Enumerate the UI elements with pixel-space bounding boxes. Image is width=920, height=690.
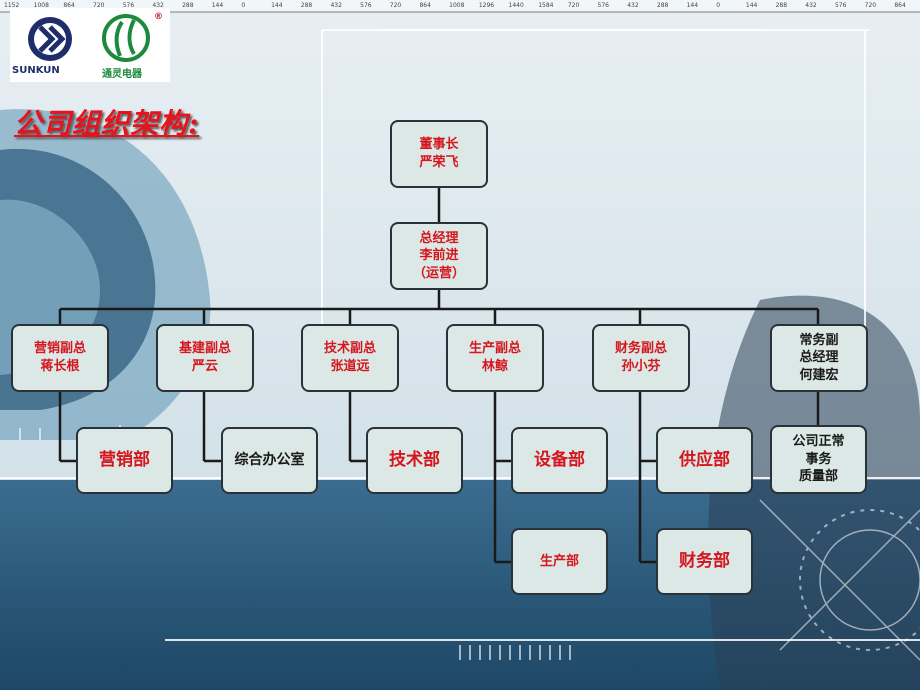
tongling-label: 通灵电器 — [102, 69, 142, 80]
ruler-tick-label: 576 — [597, 2, 609, 9]
ruler-tick-label: 144 — [686, 2, 699, 9]
ruler-tick-label: 144 — [211, 2, 224, 9]
chairman-node: 董事长 严荣飞 — [390, 120, 488, 188]
page-title: 公司组织架构: — [14, 107, 200, 140]
dept-technology-node: 技术部 — [366, 427, 463, 494]
dept-supply-node: 供应部 — [656, 427, 753, 494]
ruler-tick-label: 432 — [627, 2, 639, 9]
vp-executive-node: 常务副 总经理 何建宏 — [770, 324, 868, 392]
ruler-tick-label: 0 — [716, 2, 721, 9]
dept-office-node: 综合办公室 — [221, 427, 318, 494]
tongling-logo-icon — [102, 14, 150, 62]
dept-finance-node: 财务部 — [656, 528, 753, 595]
ruler-tick-label: 0 — [241, 2, 246, 9]
ruler-tick-label: 144 — [745, 2, 758, 9]
general-manager-node: 总经理 李前进 （运营） — [390, 222, 488, 290]
ruler-tick-label: 864 — [419, 2, 431, 9]
ruler-tick-label: 432 — [152, 2, 164, 9]
dept-quality-node: 公司正常 事务 质量部 — [770, 425, 867, 494]
ruler-tick-label: 1440 — [508, 2, 524, 9]
ruler-tick-label: 576 — [360, 2, 372, 9]
ruler-tick-label: 1008 — [449, 2, 465, 9]
ruler-tick-label: 1008 — [33, 2, 49, 9]
registered-mark: ® — [154, 12, 163, 22]
ruler-tick-label: 432 — [805, 2, 817, 9]
ruler-tick-label: 720 — [864, 2, 877, 9]
ruler-tick-label: 144 — [271, 2, 283, 9]
company-logo: SUNKUN ® 通灵电器 — [10, 8, 170, 82]
ruler-tick-label: 288 — [182, 2, 194, 9]
ruler-tick-label: 864 — [894, 2, 906, 9]
ruler-tick-label: 288 — [775, 2, 788, 9]
ruler-tick-label: 1152 — [4, 2, 20, 9]
vp-finance-node: 财务副总 孙小芬 — [592, 324, 690, 392]
sunkun-logo-icon — [28, 17, 72, 61]
ruler-tick-label: 288 — [656, 2, 669, 9]
vp-marketing-node: 营销副总 蒋长根 — [11, 324, 109, 392]
vp-technology-node: 技术副总 张道远 — [301, 324, 399, 392]
ruler-tick-label: 864 — [63, 2, 75, 9]
ruler-tick-label: 720 — [567, 2, 580, 9]
vp-construction-node: 基建副总 严云 — [156, 324, 254, 392]
dept-marketing-node: 营销部 — [76, 427, 173, 494]
ruler-tick-label: 1584 — [538, 2, 554, 9]
ruler-tick-label: 576 — [834, 2, 847, 9]
ruler-tick-label: 720 — [389, 2, 402, 9]
sunkun-label: SUNKUN — [12, 65, 60, 76]
ruler-tick-label: 432 — [330, 2, 342, 9]
ruler-tick-label: 1296 — [478, 2, 495, 9]
dept-equipment-node: 设备部 — [511, 427, 608, 494]
ruler-tick-label: 576 — [122, 2, 135, 9]
ruler-tick-label: 720 — [93, 2, 105, 9]
dept-production-node: 生产部 — [511, 528, 608, 595]
vp-production-node: 生产副总 林鲸 — [446, 324, 544, 392]
ruler-tick-label: 288 — [300, 2, 313, 9]
